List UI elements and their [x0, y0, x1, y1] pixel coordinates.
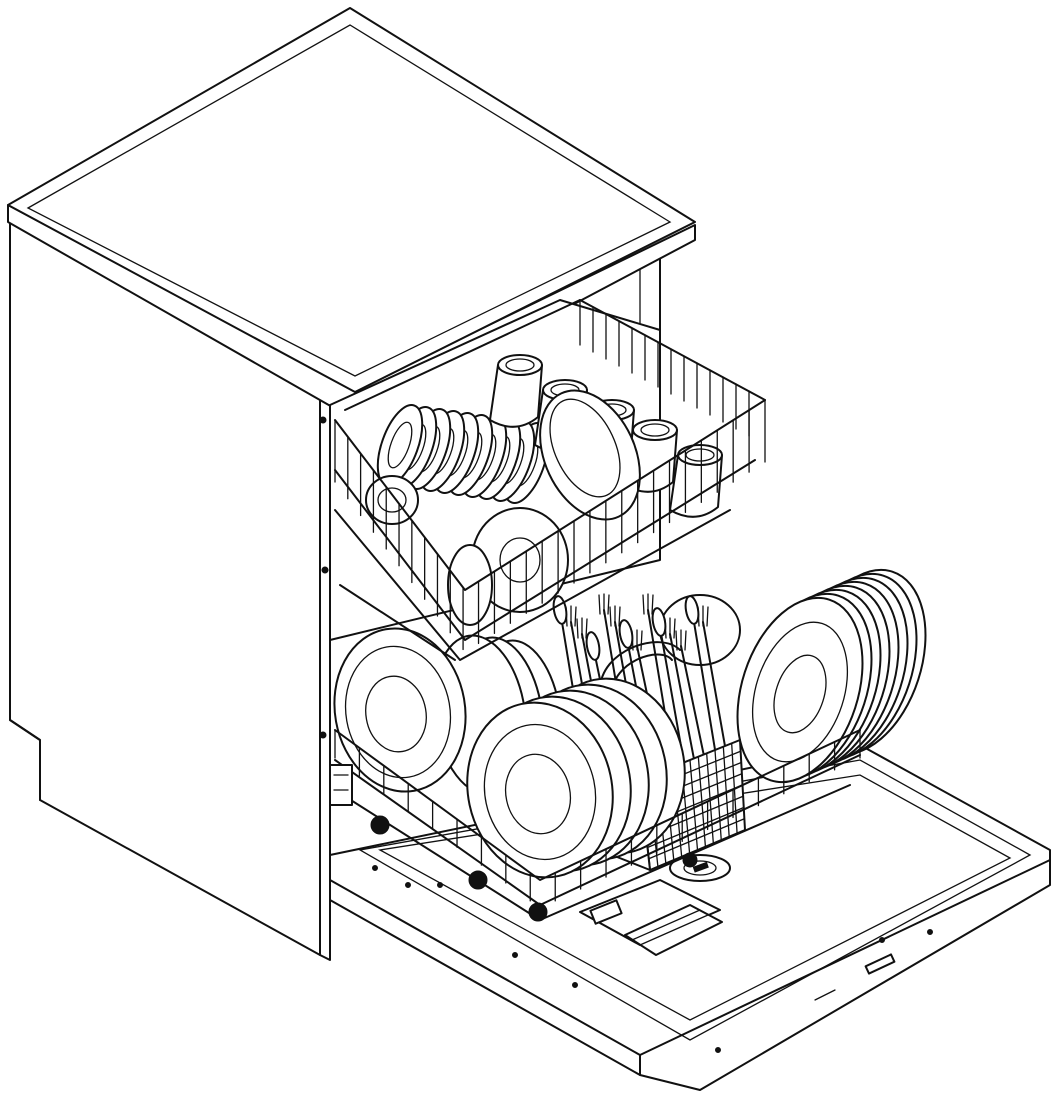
- lower-rack-front-plates: [451, 665, 700, 891]
- cup: [670, 455, 722, 517]
- lower-rack: [335, 730, 860, 921]
- rack-rail: [330, 765, 352, 805]
- cabinet-plinth: [10, 720, 40, 800]
- cup: [490, 365, 542, 427]
- rinse-aid-cap: [670, 855, 730, 881]
- rail-screw: [320, 417, 326, 423]
- lower-rack-plate: [715, 582, 884, 799]
- cutlery-basket-handle: [600, 642, 680, 690]
- lower-rack-right-plates: [660, 554, 948, 799]
- cup-rim: [678, 445, 722, 465]
- cabinet-front-frame: [320, 395, 330, 960]
- door-latch-slot: [866, 954, 895, 973]
- upper-rack-small-plates: [369, 399, 558, 508]
- top-surface: [8, 8, 695, 392]
- rail-screw: [320, 732, 326, 738]
- rack-wheel: [529, 903, 547, 921]
- fork: [670, 634, 698, 780]
- rack-wheel: [683, 853, 697, 867]
- lower-left-large-plate: [322, 618, 479, 802]
- lower-rack-plate: [451, 689, 628, 891]
- cup-rim: [498, 355, 542, 375]
- rack-wheel: [371, 816, 389, 834]
- top-inset-line: [28, 25, 670, 376]
- upper-rack-glass: [448, 545, 492, 625]
- upper-rack: [335, 300, 765, 660]
- rail-clip: [330, 765, 352, 805]
- detergent-dispenser: [580, 880, 722, 955]
- upper-rack-contents: [366, 355, 722, 625]
- cup-rim: [633, 420, 677, 440]
- rack-wheel: [469, 871, 487, 889]
- rail-screw: [322, 567, 328, 573]
